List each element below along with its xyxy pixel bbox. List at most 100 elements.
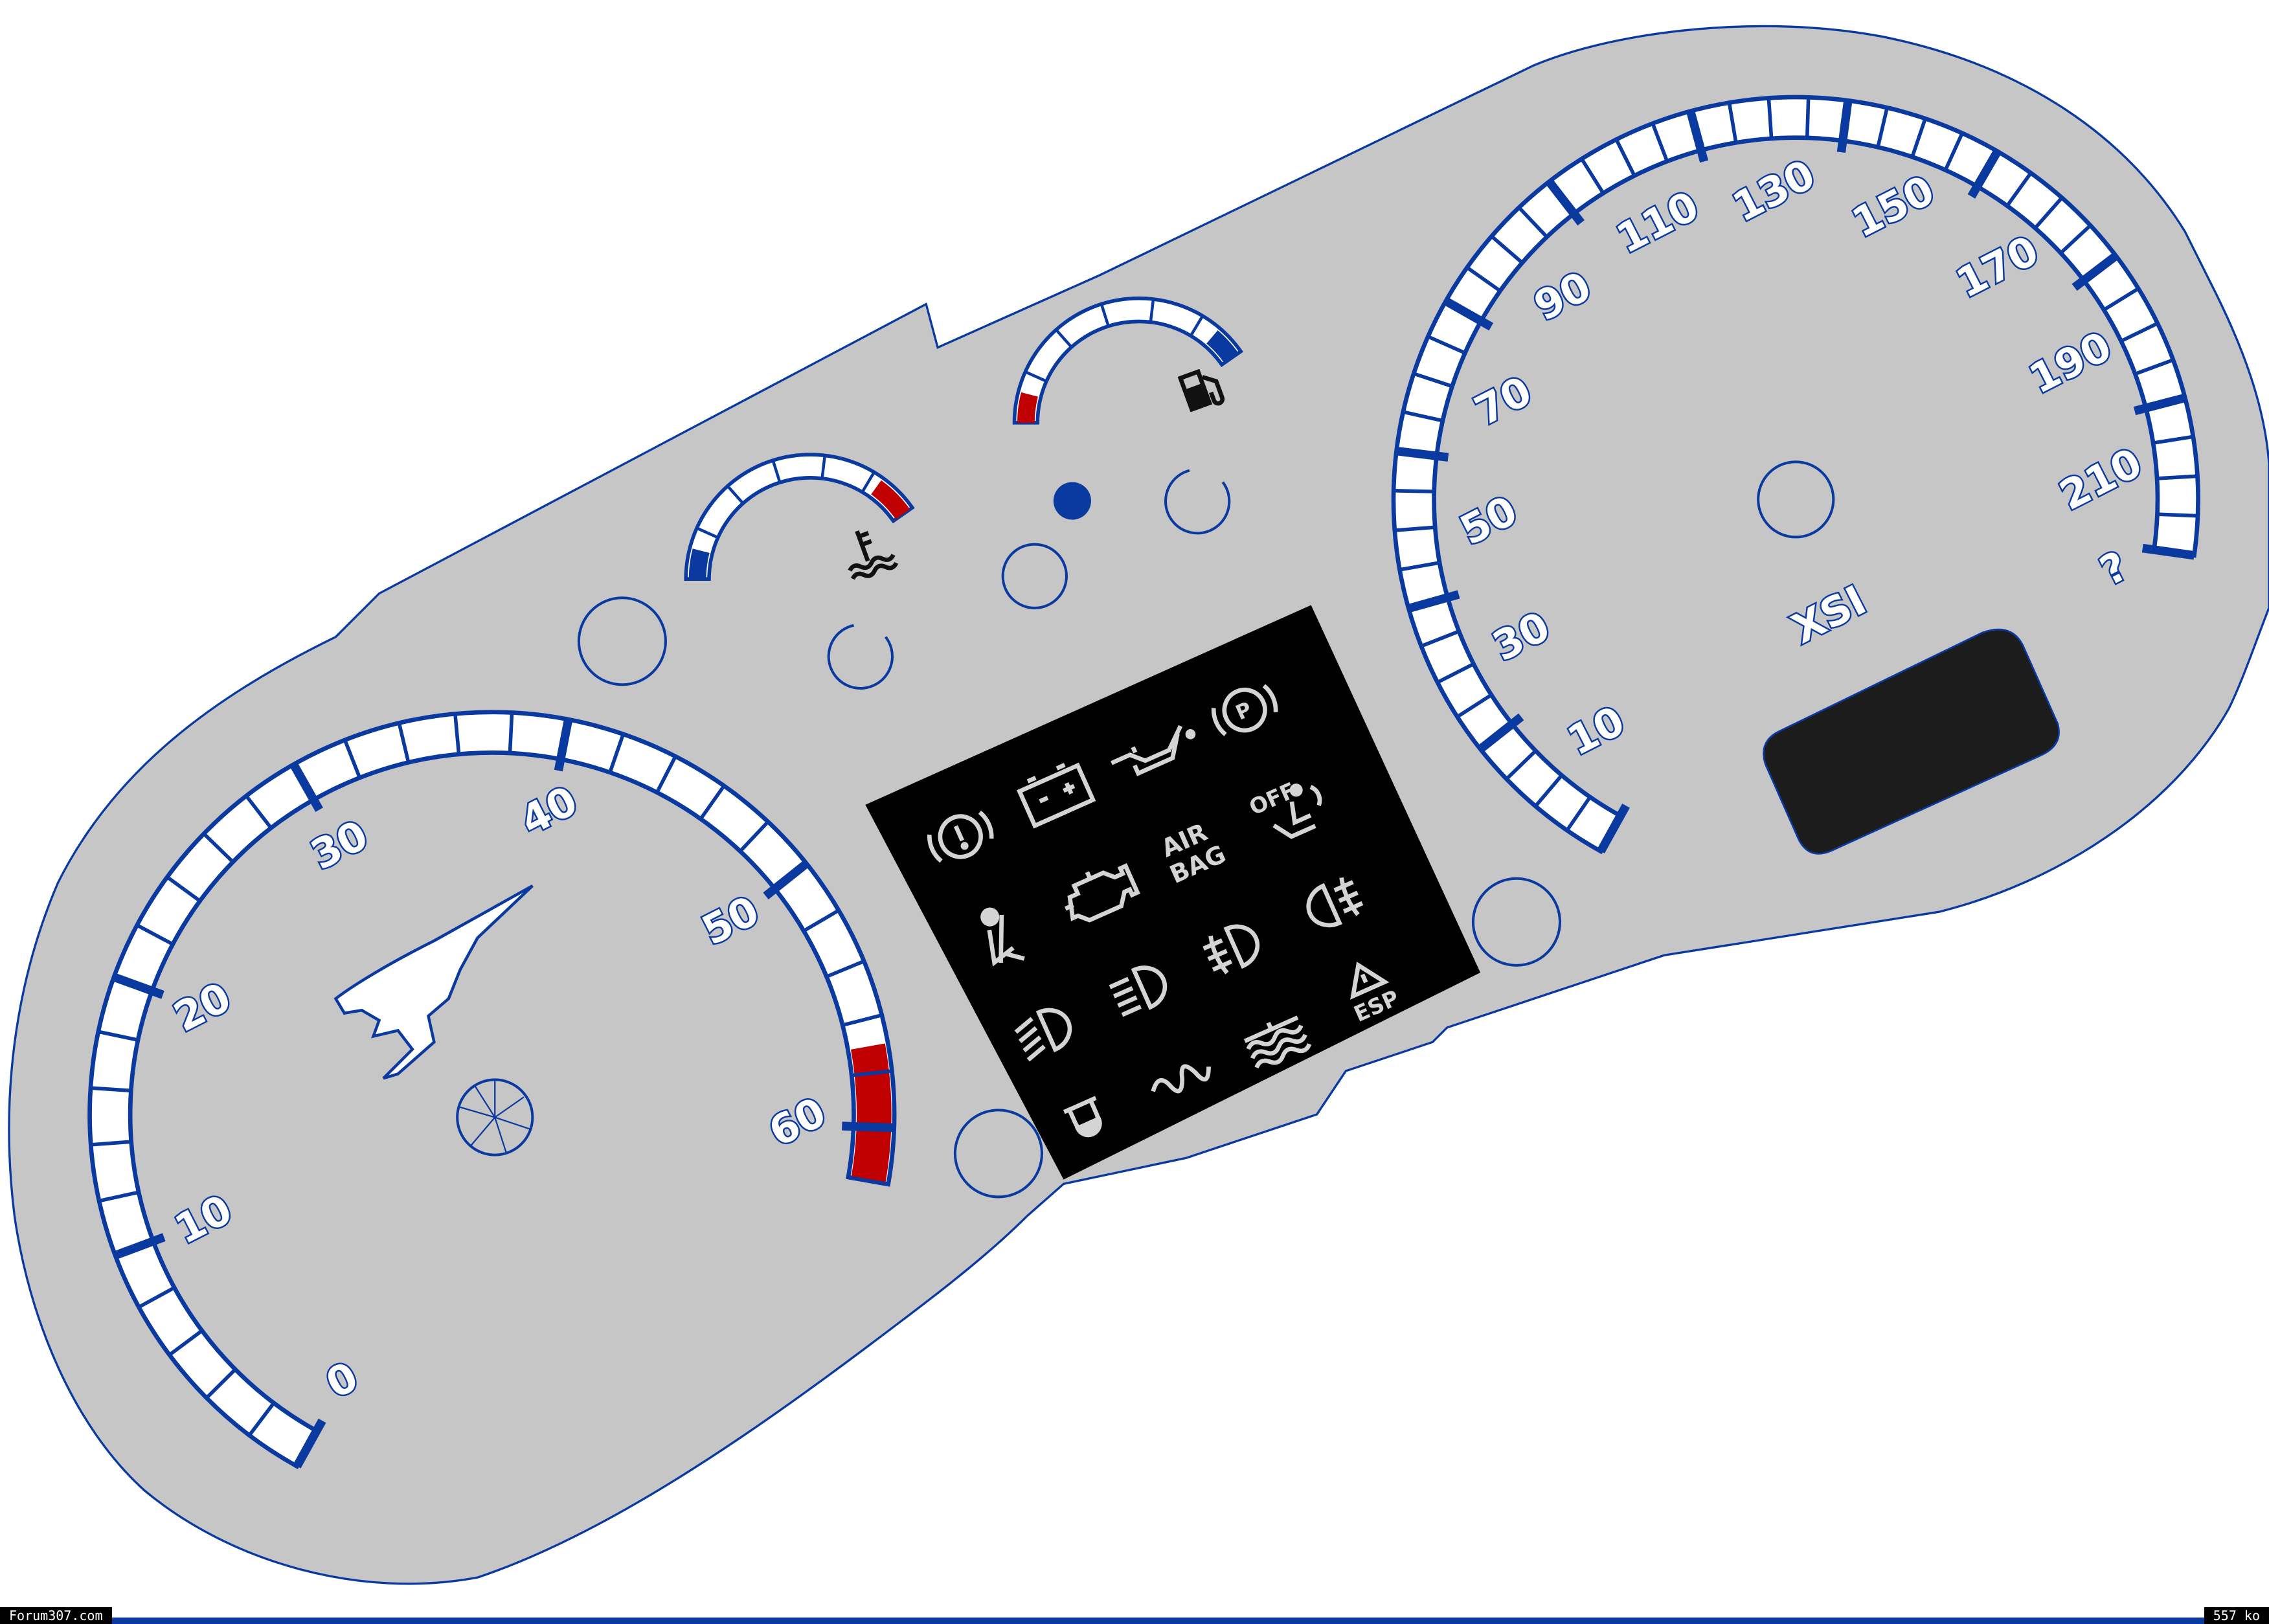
- footer-bar: [0, 1618, 2269, 1624]
- minor-tick: [2005, 172, 2033, 207]
- coolant-temperature-icon: [848, 530, 899, 580]
- minor-tick: [2156, 474, 2198, 480]
- minor-tick: [851, 1069, 892, 1077]
- minor-tick: [247, 1401, 276, 1437]
- dial-scale-band: [1391, 95, 2200, 855]
- gauge-tick: [1024, 370, 1047, 383]
- major-tick: [1597, 804, 1630, 853]
- minor-tick: [699, 784, 726, 820]
- indicator-hole: [1001, 543, 1068, 609]
- minor-tick: [508, 712, 514, 754]
- minor-tick: [1767, 98, 1774, 139]
- minor-tick: [1490, 234, 1524, 264]
- major-tick: [289, 762, 323, 812]
- indicator-holes: [456, 460, 1835, 1199]
- main-beam-icon: [1109, 965, 1168, 1017]
- minor-tick: [1413, 372, 1453, 389]
- minor-tick: [655, 755, 677, 794]
- major-tick: [1967, 149, 2002, 199]
- front-fog-light-icon: [1202, 924, 1260, 975]
- oil-pressure-icon: [1111, 725, 1196, 776]
- minor-tick: [802, 908, 840, 933]
- gauge-tick: [726, 485, 745, 504]
- major-tick: [2071, 252, 2119, 291]
- minor-tick: [1427, 335, 1466, 355]
- seatbelt-warning-icon: [980, 907, 1025, 967]
- minor-tick: [91, 1140, 131, 1147]
- glow-plug-icon: [1151, 1064, 1211, 1094]
- minor-tick: [205, 1368, 237, 1399]
- minor-tick: [1399, 561, 1440, 572]
- redline-zone: [850, 1043, 892, 1184]
- gauge-tick: [1149, 299, 1155, 322]
- minor-tick: [826, 959, 865, 978]
- lion-logo: [333, 885, 534, 1080]
- minor-tick: [1876, 107, 1889, 148]
- warning-lights-panel: P AIR BAG OFF: [865, 605, 1481, 1180]
- major-tick: [1686, 109, 1709, 163]
- minor-tick: [1565, 796, 1592, 831]
- major-tick: [113, 1233, 166, 1260]
- odometer-lcd-display: [1763, 628, 2060, 855]
- minor-tick: [1727, 102, 1738, 143]
- major-tick: [763, 860, 809, 900]
- fuel-gauge: [1012, 296, 1244, 425]
- minor-tick: [98, 1030, 139, 1042]
- indicator-dot: [1053, 482, 1091, 520]
- major-tick: [554, 718, 573, 772]
- minor-tick: [1651, 122, 1669, 163]
- gauge-tick: [696, 526, 719, 539]
- major-tick: [1836, 100, 1853, 153]
- indicator-hole: [577, 596, 667, 686]
- minor-tick: [1456, 693, 1493, 719]
- gauge-tick: [1189, 315, 1204, 337]
- minor-tick: [245, 795, 273, 829]
- minor-tick: [1614, 139, 1636, 177]
- minor-tick: [138, 1286, 175, 1309]
- minor-tick: [453, 714, 461, 754]
- reserve-zone: [1017, 392, 1038, 423]
- gauge-tick: [820, 455, 826, 479]
- water-in-diesel-icon: [1063, 1096, 1102, 1138]
- major-tick: [1546, 179, 1585, 226]
- minor-tick: [2120, 321, 2159, 343]
- minor-tick: [1910, 118, 1927, 158]
- indicator-hole: [1164, 469, 1231, 535]
- engine-check-icon: [1064, 863, 1140, 923]
- minor-tick: [2103, 287, 2139, 311]
- major-tick: [1443, 297, 1494, 331]
- speedometer-needle-hub: [1757, 460, 1835, 539]
- low-beam-icon: [1014, 1008, 1072, 1062]
- battery-warning-icon: [1016, 762, 1096, 829]
- gauge-arc: [1012, 296, 1244, 425]
- parking-brake-icon: P: [1211, 684, 1278, 736]
- minor-tick: [90, 1086, 131, 1093]
- minor-tick: [1517, 206, 1548, 238]
- minor-tick: [2152, 434, 2194, 445]
- minor-tick: [1420, 629, 1460, 648]
- minor-tick: [343, 739, 362, 779]
- gauge-tick: [1100, 303, 1110, 327]
- file-size-label: 557 ko: [2204, 1607, 2269, 1624]
- major-tick: [1395, 446, 1449, 462]
- indicator-hole: [953, 1109, 1043, 1199]
- major-tick: [293, 1418, 326, 1469]
- minor-tick: [1805, 97, 1811, 138]
- major-tick: [112, 973, 164, 999]
- minor-tick: [848, 1175, 889, 1186]
- indicator-hole: [827, 624, 894, 690]
- hot-zone: [871, 480, 910, 519]
- minor-tick: [1436, 662, 1474, 684]
- temperature-gauge: [684, 453, 915, 581]
- gauge-tick: [771, 460, 782, 483]
- major-tick: [1407, 590, 1460, 613]
- minor-tick: [739, 820, 770, 853]
- minor-tick: [1943, 132, 1964, 171]
- major-tick: [842, 1122, 894, 1133]
- model-badge: XSI: [1785, 576, 1873, 653]
- minor-tick: [168, 1329, 203, 1357]
- minor-tick: [397, 722, 411, 763]
- rear-fog-light-icon: [1306, 877, 1364, 928]
- minor-tick: [166, 875, 201, 903]
